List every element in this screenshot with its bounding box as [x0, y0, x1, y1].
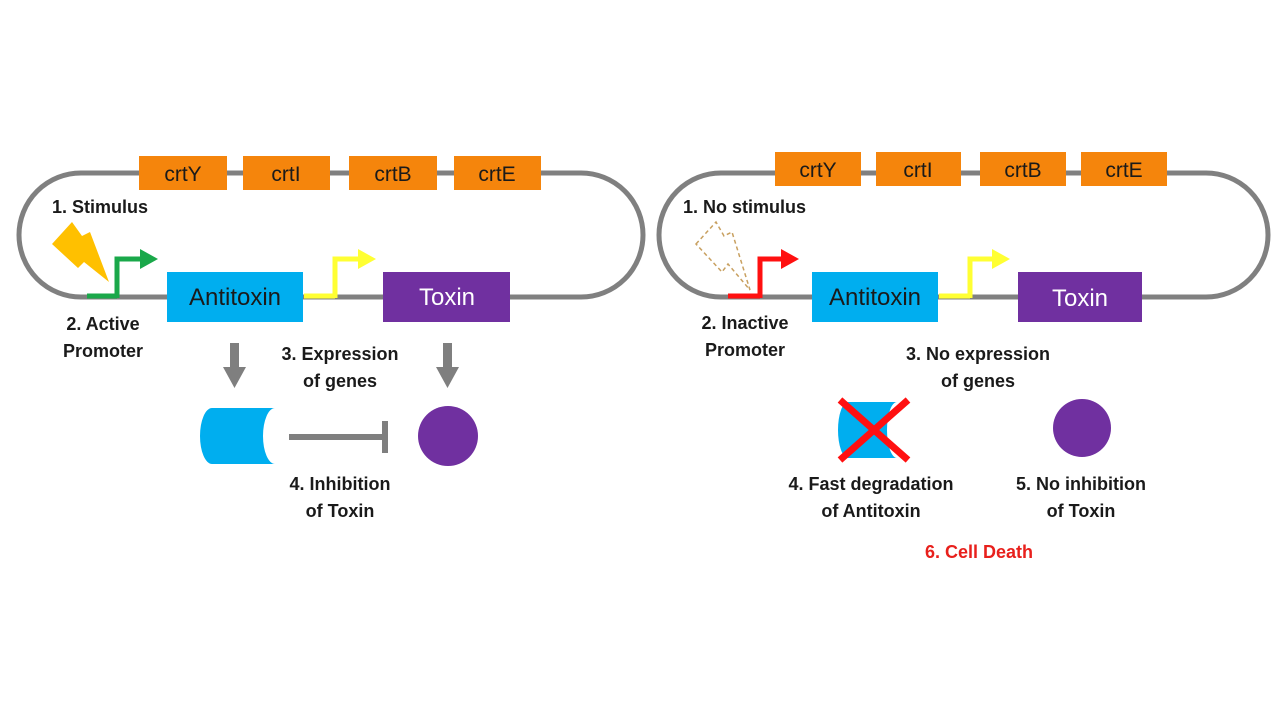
left-antitoxin-gene: Antitoxin	[167, 272, 303, 322]
left-toxin-label: Toxin	[419, 284, 475, 311]
left-step1-label: 1. Stimulus	[52, 197, 148, 217]
left-gene-promoter-icon	[304, 249, 376, 299]
right-degraded-antitoxin-icon	[837, 397, 911, 463]
left-step4-label-line2: of Toxin	[306, 501, 375, 521]
left-step3-label-line1: 3. Expression	[281, 344, 398, 364]
right-gene-crtI: crtI	[876, 152, 961, 186]
left-gene-crtY: crtY	[139, 156, 227, 190]
right-step1-label: 1. No stimulus	[683, 197, 806, 217]
left-gene-crtB-label: crtB	[374, 163, 411, 186]
right-step3-label-line2: of genes	[941, 371, 1015, 391]
left-step4-label-line1: 4. Inhibition	[290, 474, 391, 494]
right-inactive-promoter-icon	[728, 249, 799, 299]
right-step6-cell-death-label: 6. Cell Death	[925, 542, 1033, 562]
right-gene-crtE-label: crtE	[1105, 159, 1142, 182]
left-gene-crtI: crtI	[243, 156, 330, 190]
right-gene-crtI-label: crtI	[903, 159, 932, 182]
right-antitoxin-label: Antitoxin	[829, 284, 921, 311]
right-step4-label-line1: 4. Fast degradation	[788, 474, 953, 494]
right-step4-label-line2: of Antitoxin	[821, 501, 920, 521]
right-gene-promoter-icon	[939, 249, 1010, 299]
left-gene-crtE: crtE	[454, 156, 541, 190]
right-step5-label-line1: 5. No inhibition	[1016, 474, 1146, 494]
right-gene-crtB-label: crtB	[1004, 159, 1041, 182]
right-gene-crtY-label: crtY	[799, 159, 836, 182]
left-gene-crtB: crtB	[349, 156, 437, 190]
left-toxin-down-arrow-icon	[436, 343, 459, 388]
left-step2-label-line1: 2. Active	[66, 314, 139, 334]
left-inhibition-icon	[289, 421, 388, 453]
right-toxin-label: Toxin	[1052, 285, 1108, 312]
right-gene-crtB: crtB	[980, 152, 1066, 186]
right-plasmid-backbone	[656, 170, 1271, 300]
left-plasmid-backbone	[16, 170, 646, 300]
left-toxin-gene: Toxin	[383, 272, 510, 322]
right-step2-label-line2: Promoter	[705, 340, 785, 360]
right-step2-label-line1: 2. Inactive	[701, 313, 788, 333]
right-gene-crtE: crtE	[1081, 152, 1167, 186]
right-antitoxin-gene: Antitoxin	[812, 272, 938, 322]
left-step2-label-line2: Promoter	[63, 341, 143, 361]
left-gene-crtY-label: crtY	[164, 163, 201, 186]
right-step5-label-line2: of Toxin	[1047, 501, 1116, 521]
left-antitoxin-down-arrow-icon	[223, 343, 246, 388]
right-gene-crtY: crtY	[775, 152, 861, 186]
right-panel: crtY crtI crtB crtE Antitoxin	[656, 152, 1271, 562]
left-stimulus-lightning-icon	[52, 222, 109, 282]
left-step3-label-line2: of genes	[303, 371, 377, 391]
right-step3-label-line1: 3. No expression	[906, 344, 1050, 364]
right-no-stimulus-lightning-icon	[694, 220, 751, 291]
left-antitoxin-protein-icon	[200, 408, 275, 464]
left-active-promoter-icon	[87, 249, 158, 299]
left-gene-crtE-label: crtE	[478, 163, 515, 186]
left-toxin-protein-icon	[418, 406, 478, 466]
right-toxin-protein-icon	[1053, 399, 1111, 457]
right-toxin-gene: Toxin	[1018, 272, 1142, 322]
left-panel: crtY crtI crtB crtE Antitoxin	[16, 156, 646, 521]
left-gene-crtI-label: crtI	[271, 163, 300, 186]
left-antitoxin-label: Antitoxin	[189, 284, 281, 311]
